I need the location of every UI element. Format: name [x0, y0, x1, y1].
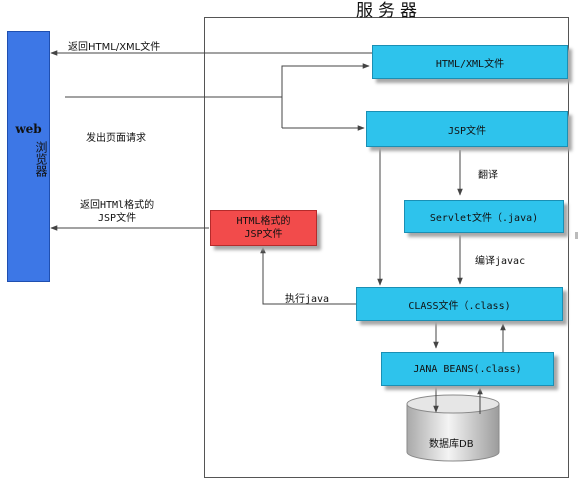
html-jsp-file-box: HTML格式的 JSP文件 — [210, 210, 317, 246]
line-send-request — [65, 96, 283, 128]
server-frame — [204, 17, 569, 478]
label-return-html-jsp-line1: 返回HTMl格式的 — [80, 200, 155, 211]
database-label: 数据库DB — [429, 439, 474, 450]
class-file-box: CLASS文件（.class) — [356, 287, 563, 321]
label-return-html-xml: 返回HTML/XML文件 — [68, 42, 161, 53]
servlet-file-box: Servlet文件（.java) — [404, 200, 564, 233]
database-cylinder — [406, 394, 500, 462]
browser-cn-label: 浏览器 — [34, 141, 48, 177]
web-browser-block: web 浏览器 — [7, 31, 50, 282]
arrow-request-to-html-xml — [281, 63, 370, 97]
label-execute: 执行java — [285, 294, 330, 305]
label-translate: 翻译 — [478, 170, 498, 181]
label-send-request: 发出页面请求 — [86, 133, 146, 144]
html-jsp-box-line2: JSP文件 — [244, 229, 283, 240]
jsp-file-box: JSP文件 — [366, 111, 568, 147]
edge-marker — [575, 232, 578, 239]
java-beans-box: JANA BEANS(.class) — [381, 352, 554, 386]
html-xml-file-box: HTML/XML文件 — [372, 45, 568, 79]
label-return-html-jsp: 返回HTMl格式的 JSP文件 — [80, 199, 154, 225]
label-compile: 编译javac — [475, 256, 526, 267]
browser-web-label: web — [15, 122, 42, 136]
arrow-execute — [260, 246, 356, 305]
html-jsp-box-line1: HTML格式的 — [236, 216, 291, 227]
label-return-html-jsp-line2: JSP文件 — [98, 213, 137, 224]
server-title: 服务器 — [356, 1, 422, 21]
